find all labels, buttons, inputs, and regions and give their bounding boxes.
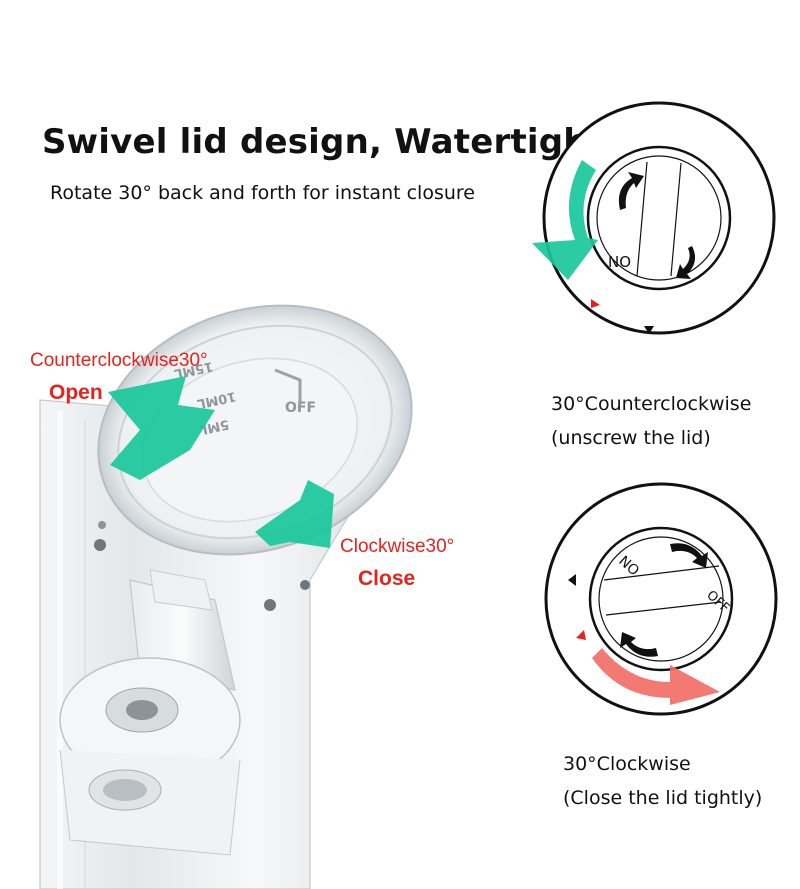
close-dial-diagram: NO OFF — [544, 482, 778, 716]
lid-mark-off: OFF — [285, 400, 316, 416]
counterclockwise-angle-label: Counterclockwise30° — [30, 350, 208, 371]
close-label: Close — [358, 567, 416, 590]
close-dial-red-marker — [576, 630, 586, 640]
nebulizer-cup-illustration: 15ML 10ML 5ML OFF — [39, 304, 413, 889]
open-label: Open — [49, 381, 103, 404]
open-dial-diagram: NO — [532, 101, 776, 335]
open-dial-red-marker — [591, 299, 600, 308]
open-dial-rotation-marks — [618, 172, 696, 279]
open-rotation-arrow — [108, 376, 215, 480]
open-caption-line1: 30°Counterclockwise — [551, 393, 752, 415]
headline: Swivel lid design, Watertight — [42, 122, 605, 162]
open-dial-label: NO — [608, 253, 631, 271]
close-caption-line1: 30°Clockwise — [563, 753, 691, 775]
open-caption-line2: (unscrew the lid) — [551, 427, 711, 449]
close-caption-line2: (Close the lid tightly) — [563, 787, 763, 809]
open-dial-black-marker — [644, 326, 654, 334]
close-rotation-arrow — [255, 480, 334, 548]
subheadline: Rotate 30° back and forth for instant cl… — [50, 182, 475, 204]
close-dial-black-marker — [568, 574, 576, 586]
close-dial-rotation-marks — [620, 543, 708, 657]
clockwise-angle-label: Clockwise30° — [340, 536, 455, 557]
open-dial-arrow — [532, 160, 598, 280]
close-dial-arrow — [592, 648, 720, 705]
